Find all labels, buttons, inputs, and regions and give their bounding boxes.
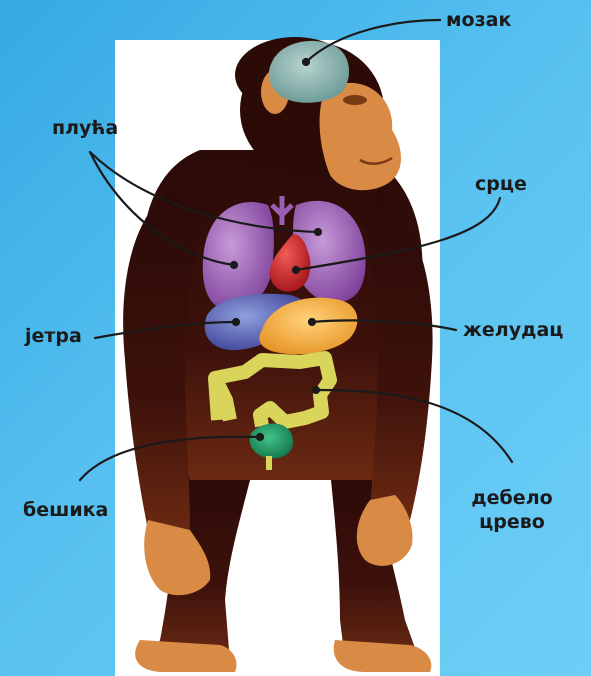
- liver-label: јетра: [25, 324, 82, 348]
- heart-label: срце: [475, 172, 527, 196]
- bladder-label: бешика: [23, 498, 108, 522]
- large-intestine-label-line-2: црево: [462, 510, 562, 534]
- lungs-label: плућа: [52, 116, 118, 140]
- brain-label: мозак: [446, 8, 511, 32]
- large-intestine-label-line-1: дебело: [462, 486, 562, 510]
- large-intestine-label: дебело црево: [462, 486, 562, 534]
- stomach-label: желудац: [463, 318, 563, 342]
